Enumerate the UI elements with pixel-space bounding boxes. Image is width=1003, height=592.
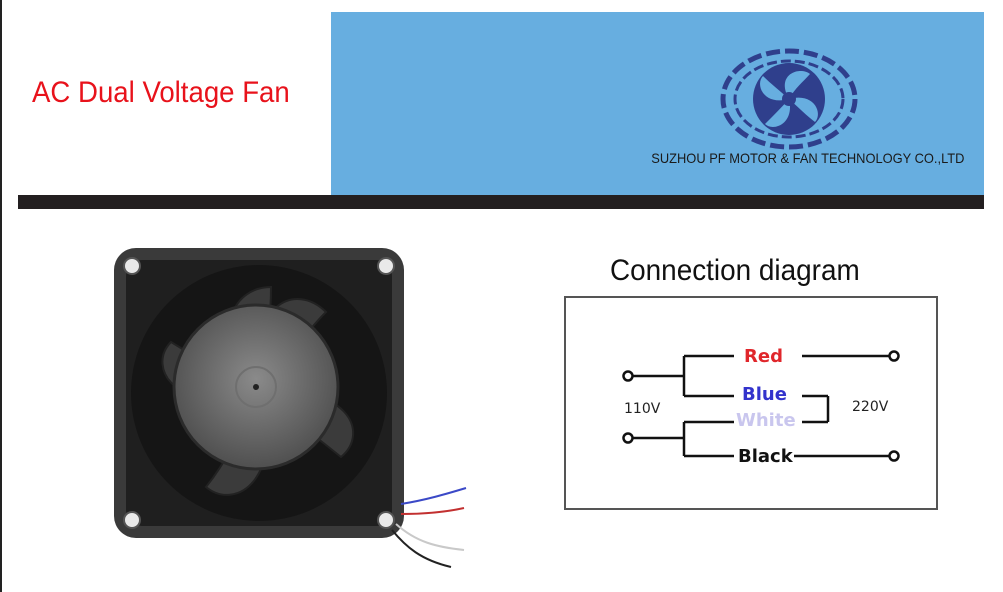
wiring-lines bbox=[622, 350, 900, 462]
wire-label-blue: Blue bbox=[742, 384, 787, 405]
wire-label-black: Black bbox=[738, 446, 793, 467]
company-name: SUZHOU PF MOTOR & FAN TECHNOLOGY CO.,LTD bbox=[650, 150, 964, 166]
connection-diagram-title: Connection diagram bbox=[610, 254, 860, 287]
wire-label-white: White bbox=[736, 410, 796, 431]
wire-label-red: Red bbox=[744, 346, 783, 367]
header-panel: SUZHOU PF MOTOR & FAN TECHNOLOGY CO.,LTD bbox=[331, 12, 984, 195]
page-title: AC Dual Voltage Fan bbox=[32, 76, 290, 109]
axial-fan-photo bbox=[114, 248, 467, 568]
header-divider-bar bbox=[18, 195, 984, 209]
fan-logo-icon bbox=[720, 48, 858, 150]
page-left-border bbox=[0, 0, 2, 592]
voltage-label-220v: 220V bbox=[852, 399, 889, 415]
connection-diagram: Red Blue White Black 110V 220V bbox=[564, 296, 938, 510]
voltage-label-110v: 110V bbox=[624, 401, 661, 417]
